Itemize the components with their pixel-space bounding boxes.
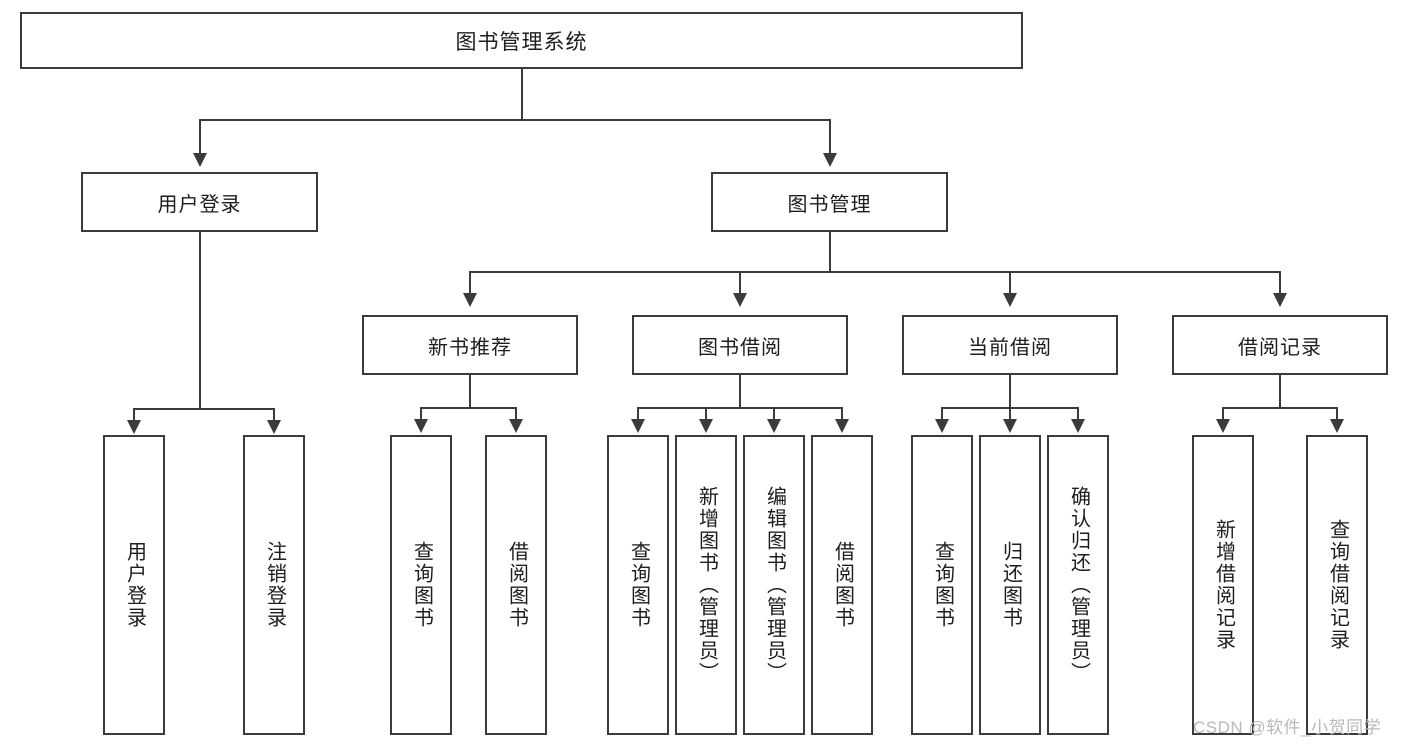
- leaf-current-query-book[interactable]: 查询图书: [911, 435, 973, 735]
- arrow-current-to-leaf3: [1071, 419, 1085, 433]
- connector-newbook-to-leaf2: [515, 407, 517, 421]
- arrow-borrow-to-leaf1: [631, 419, 645, 433]
- connector-root-stem: [521, 69, 523, 120]
- arrow-borrow-to-leaf4: [835, 419, 849, 433]
- leaf-newbook-query-book[interactable]: 查询图书: [390, 435, 452, 735]
- connector-borrow-to-leaf1: [637, 407, 639, 421]
- connector-current-to-leaf3: [1077, 407, 1079, 421]
- leaf-record-query-record[interactable]: 查询借阅记录: [1306, 435, 1368, 735]
- connector-borrow-to-leaf2: [705, 407, 707, 421]
- arrow-bookmgmt-to-borrow: [733, 293, 747, 307]
- connector-root-to-bookmgmt: [829, 119, 831, 153]
- node-new-book-recommend[interactable]: 新书推荐: [362, 315, 578, 375]
- connector-userlogin-to-leaf1: [133, 408, 135, 422]
- leaf-current-confirm-return-admin[interactable]: 确认归还（管理员）: [1047, 435, 1109, 735]
- node-label: 注销登录: [263, 541, 286, 629]
- node-label: 借阅图书: [831, 541, 854, 629]
- connector-bookmgmt-to-record: [1279, 271, 1281, 295]
- connector-borrow-bus: [637, 407, 843, 409]
- connector-borrow-to-leaf3: [773, 407, 775, 421]
- node-label: 查询图书: [410, 541, 433, 629]
- node-label: 当前借阅: [968, 336, 1052, 359]
- connector-root-bus: [199, 119, 831, 121]
- connector-newbook-to-leaf1: [420, 407, 422, 421]
- node-label: 图书管理: [787, 193, 872, 216]
- arrow-borrow-to-leaf3: [767, 419, 781, 433]
- leaf-borrow-edit-book-admin[interactable]: 编辑图书（管理员）: [743, 435, 805, 735]
- node-label: 用户登录: [123, 541, 146, 629]
- node-book-borrow[interactable]: 图书借阅: [632, 315, 848, 375]
- node-book-management[interactable]: 图书管理: [711, 172, 948, 232]
- csdn-watermark: CSDN @软件_小贺同学: [1193, 718, 1382, 737]
- connector-borrow-stem: [739, 375, 741, 409]
- leaf-record-add-record[interactable]: 新增借阅记录: [1192, 435, 1254, 735]
- arrow-root-to-bookmgmt: [823, 153, 837, 167]
- arrow-newbook-to-leaf1: [414, 419, 428, 433]
- arrow-userlogin-to-leaf2: [267, 420, 281, 434]
- node-label: 查询借阅记录: [1326, 519, 1349, 651]
- connector-newbook-stem: [469, 375, 471, 409]
- arrow-root-to-userlogin: [193, 153, 207, 167]
- node-label: 用户登录: [157, 193, 242, 216]
- leaf-user-login[interactable]: 用户登录: [103, 435, 165, 735]
- leaf-current-return-book[interactable]: 归还图书: [979, 435, 1041, 735]
- arrow-newbook-to-leaf2: [509, 419, 523, 433]
- arrow-current-to-leaf1: [935, 419, 949, 433]
- connector-record-to-leaf2: [1336, 407, 1338, 421]
- node-label: 图书管理系统: [455, 30, 588, 54]
- leaf-newbook-borrow-book[interactable]: 借阅图书: [485, 435, 547, 735]
- arrow-borrow-to-leaf2: [699, 419, 713, 433]
- connector-newbook-bus: [420, 407, 517, 409]
- arrow-userlogin-to-leaf1: [127, 420, 141, 434]
- connector-record-bus: [1222, 407, 1336, 409]
- connector-bookmgmt-to-current: [1009, 271, 1011, 295]
- arrow-bookmgmt-to-newbook: [463, 293, 477, 307]
- node-book-management-system[interactable]: 图书管理系统: [20, 12, 1023, 69]
- leaf-borrow-query-book[interactable]: 查询图书: [607, 435, 669, 735]
- arrow-bookmgmt-to-current: [1003, 293, 1017, 307]
- connector-userlogin-bus: [133, 408, 273, 410]
- connector-borrow-to-leaf4: [841, 407, 843, 421]
- node-label: 查询图书: [627, 541, 650, 629]
- node-label: 归还图书: [999, 541, 1022, 629]
- connector-record-stem: [1279, 375, 1281, 409]
- node-label: 借阅记录: [1238, 336, 1322, 359]
- node-current-borrow[interactable]: 当前借阅: [902, 315, 1118, 375]
- node-user-login[interactable]: 用户登录: [81, 172, 318, 232]
- node-label: 图书借阅: [698, 336, 782, 359]
- arrow-record-to-leaf2: [1330, 419, 1344, 433]
- connector-current-to-leaf1: [941, 407, 943, 421]
- leaf-borrow-add-book-admin[interactable]: 新增图书（管理员）: [675, 435, 737, 735]
- connector-current-stem: [1009, 375, 1011, 409]
- leaf-borrow-borrow-book[interactable]: 借阅图书: [811, 435, 873, 735]
- connector-root-to-userlogin: [199, 119, 201, 153]
- connector-bookmgmt-bus: [469, 271, 1281, 273]
- connector-userlogin-to-leaf2: [273, 408, 275, 422]
- connector-bookmgmt-to-newbook: [469, 271, 471, 295]
- arrow-current-to-leaf2: [1003, 419, 1017, 433]
- connector-record-to-leaf1: [1222, 407, 1224, 421]
- node-label: 新增图书（管理员）: [695, 486, 718, 684]
- connector-bookmgmt-to-borrow: [739, 271, 741, 295]
- connector-userlogin-stem: [199, 232, 201, 410]
- connector-bookmgmt-stem: [829, 232, 831, 272]
- node-borrow-record[interactable]: 借阅记录: [1172, 315, 1388, 375]
- node-label: 确认归还（管理员）: [1067, 486, 1090, 684]
- node-label: 借阅图书: [505, 541, 528, 629]
- arrow-record-to-leaf1: [1216, 419, 1230, 433]
- leaf-logout[interactable]: 注销登录: [243, 435, 305, 735]
- node-label: 查询图书: [931, 541, 954, 629]
- node-label: 编辑图书（管理员）: [763, 486, 786, 684]
- connector-current-to-leaf2: [1009, 407, 1011, 421]
- node-label: 新增借阅记录: [1212, 519, 1235, 651]
- node-label: 新书推荐: [428, 336, 512, 359]
- arrow-bookmgmt-to-record: [1273, 293, 1287, 307]
